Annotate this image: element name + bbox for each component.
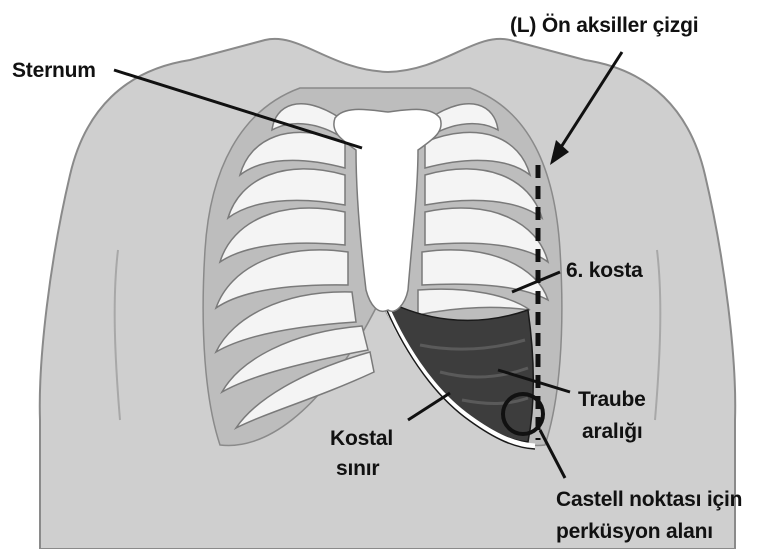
label-sternum: Sternum (12, 59, 96, 82)
label-costal-line1: Kostal (330, 427, 393, 450)
label-anterior-axillary-line: (L) Ön aksiller çizgi (510, 14, 698, 37)
label-sixth-rib: 6. kosta (566, 259, 643, 282)
label-castell-line2: perküsyon alanı (556, 520, 713, 543)
label-castell-line1: Castell noktası için (556, 488, 742, 511)
label-traube-line1: Traube (578, 388, 646, 411)
label-traube-line2: aralığı (582, 420, 642, 443)
label-costal-line2: sınır (336, 457, 379, 480)
